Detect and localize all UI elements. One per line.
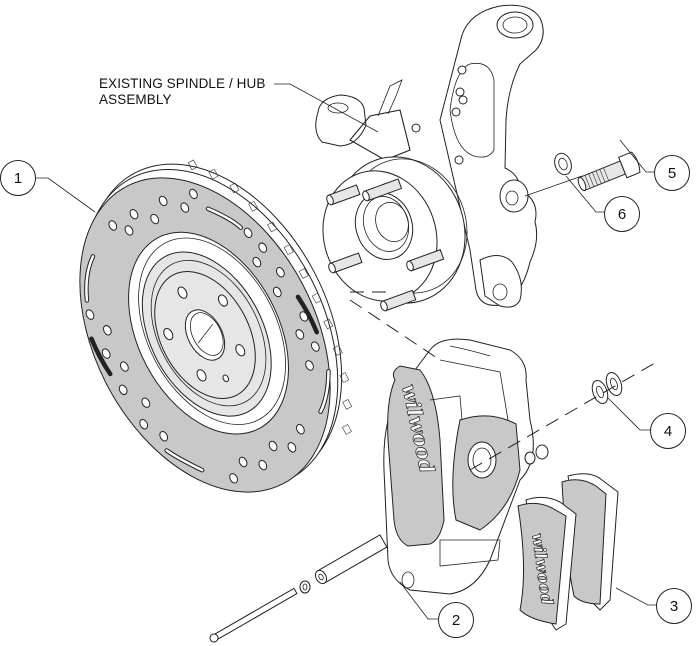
assembly-axes bbox=[349, 291, 661, 471]
mounting-bolt-spacer bbox=[209, 534, 388, 643]
rotor-drilled-holes bbox=[85, 188, 320, 484]
callout-2: 2 bbox=[438, 602, 474, 638]
rotor-slots bbox=[84, 206, 331, 473]
washer bbox=[554, 152, 572, 176]
rotor-vents bbox=[187, 159, 353, 435]
callout-3-number: 3 bbox=[669, 597, 679, 615]
caliper: wilwood bbox=[383, 338, 549, 595]
callout-6: 6 bbox=[604, 196, 640, 232]
wheel-studs bbox=[326, 178, 445, 312]
callout-4-number: 4 bbox=[663, 422, 673, 440]
callout-1: 1 bbox=[0, 160, 36, 196]
leader-lines bbox=[34, 83, 656, 620]
callout-5-number: 5 bbox=[667, 164, 677, 182]
bolt bbox=[577, 151, 641, 192]
annotation-line-1: EXISTING SPINDLE / HUB bbox=[99, 76, 266, 91]
rotor bbox=[79, 159, 353, 493]
brake-pads: wilwood bbox=[517, 473, 619, 631]
spindle-hub-annotation: EXISTING SPINDLE / HUB ASSEMBLY bbox=[99, 76, 266, 108]
callout-6-number: 6 bbox=[617, 205, 627, 223]
spindle-hub-assembly bbox=[315, 4, 544, 312]
callout-3: 3 bbox=[656, 588, 692, 624]
callout-1-number: 1 bbox=[13, 169, 23, 187]
callout-4: 4 bbox=[650, 413, 686, 449]
shims bbox=[591, 371, 623, 405]
rotor-lug-holes bbox=[163, 286, 246, 383]
callout-5: 5 bbox=[654, 155, 690, 191]
annotation-line-2: ASSEMBLY bbox=[99, 92, 172, 107]
callout-2-number: 2 bbox=[451, 611, 461, 629]
